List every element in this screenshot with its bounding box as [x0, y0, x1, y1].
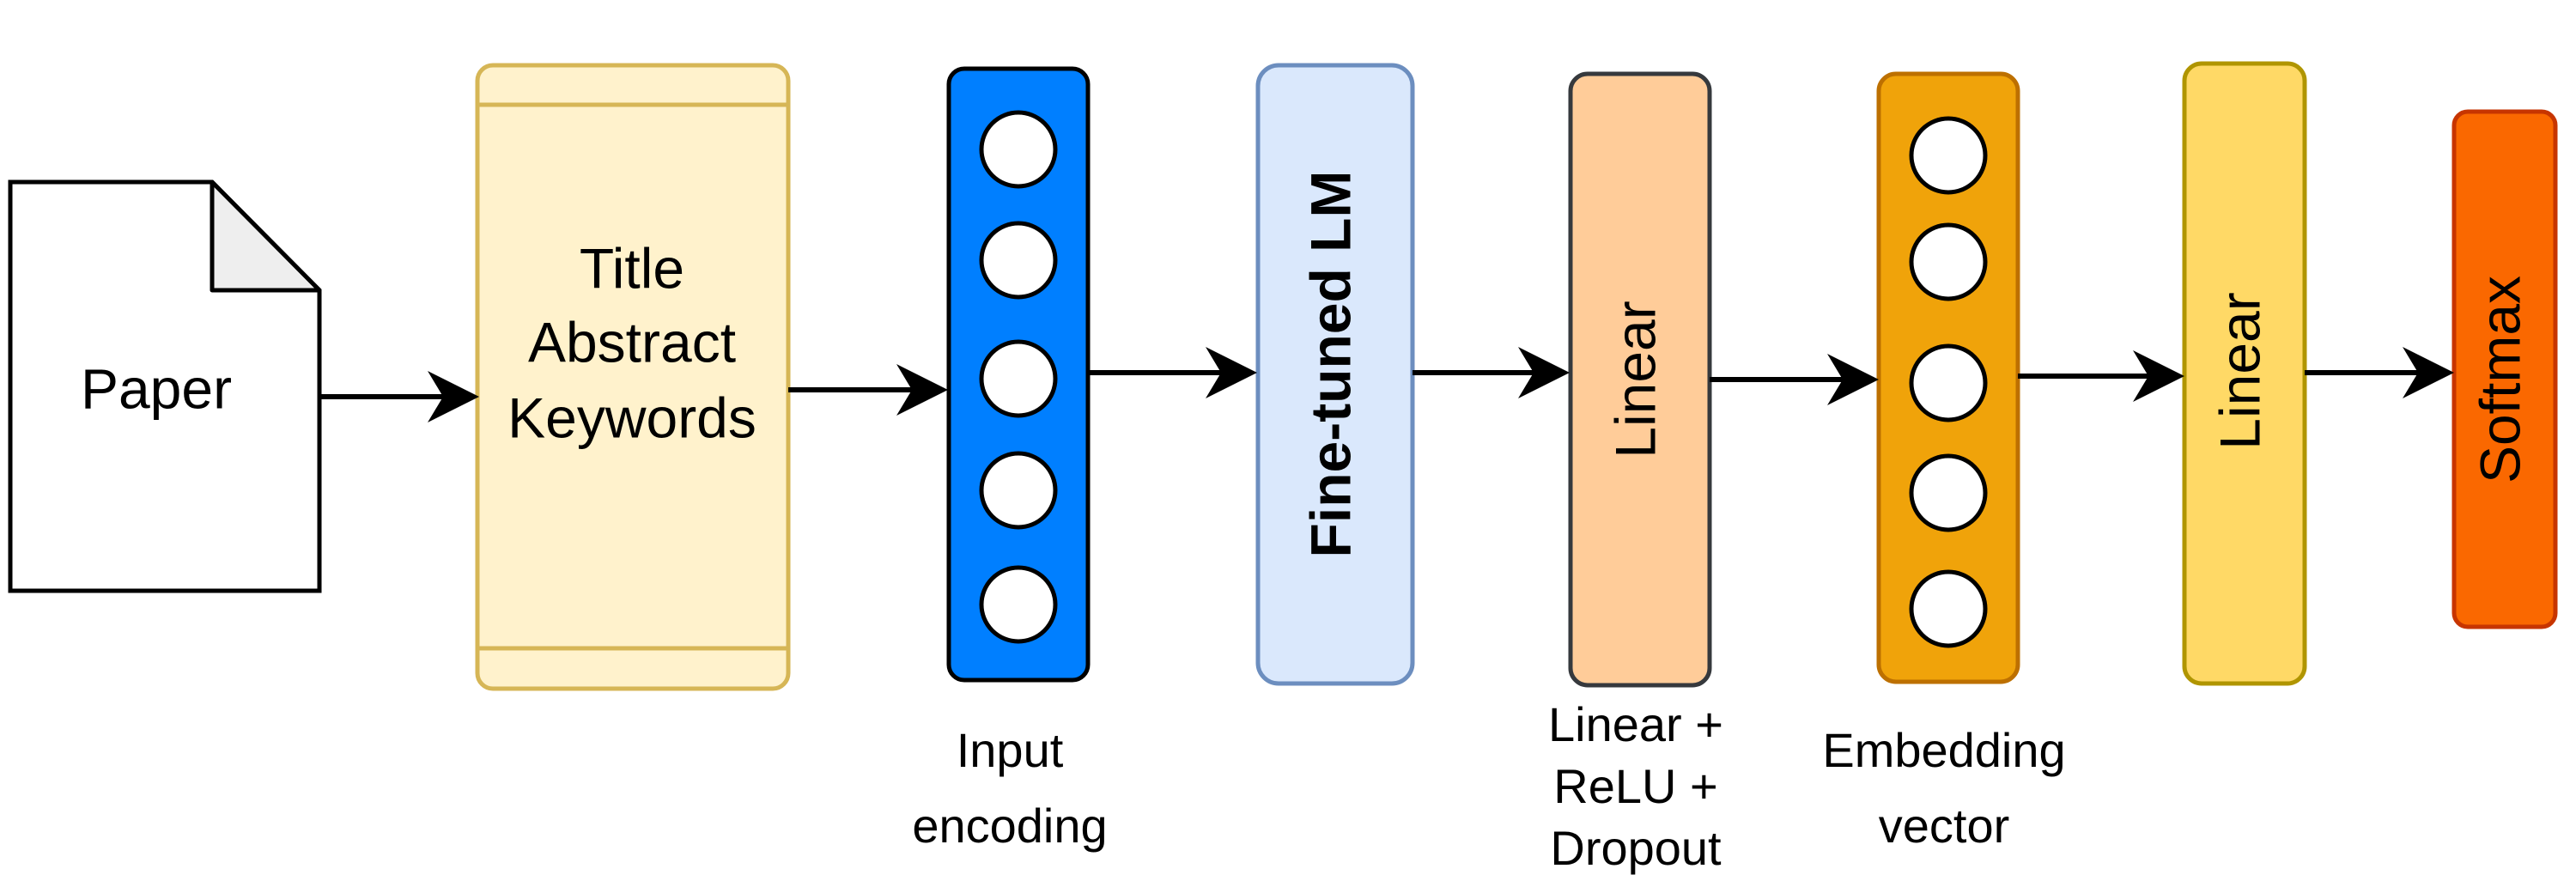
linear-relu-dropout-caption-line1: Linear + [1548, 697, 1723, 751]
input-neuron [979, 221, 1058, 300]
embedding-neuron [1909, 569, 1988, 648]
input-neuron [979, 339, 1058, 418]
embedding-neuron [1909, 453, 1988, 532]
linear-relu-dropout-node: Linear Linear + ReLU + Dropout [1548, 71, 1723, 875]
embedding-neuron [1909, 343, 1988, 422]
softmax-node: Softmax [2451, 109, 2558, 629]
softmax-box [2451, 109, 2558, 629]
linear-output-node: Linear [2182, 61, 2307, 686]
linear-relu-dropout-caption-line3: Dropout [1550, 821, 1722, 875]
paper-node: Paper [8, 179, 322, 593]
fields-keywords-label: Keywords [507, 386, 756, 449]
linear-output-label: Linear [2208, 292, 2271, 449]
fields-node: Title Abstract Keywords [475, 63, 791, 691]
softmax-label: Softmax [2468, 276, 2531, 483]
paper-fold-icon [210, 179, 322, 293]
input-encoding-caption-line1: Input [957, 723, 1064, 777]
input-neuron [979, 451, 1058, 530]
paper-label: Paper [81, 356, 232, 420]
embedding-vector-caption-line1: Embedding [1822, 723, 2065, 777]
embedding-neuron [1909, 222, 1988, 301]
linear-relu-dropout-caption-line2: ReLU + [1553, 759, 1717, 813]
input-neuron [979, 110, 1058, 189]
input-encoding-caption-line2: encoding [912, 799, 1107, 853]
embedding-vector-caption-line2: vector [1879, 799, 2010, 853]
fields-abstract-label: Abstract [528, 310, 736, 374]
embedding-vector-node: Embedding vector [1822, 71, 2066, 853]
input-encoding-node: Input encoding [912, 66, 1108, 853]
fields-title-label: Title [580, 236, 684, 300]
fields-box [475, 63, 791, 691]
linear-relu-dropout-label: Linear [1603, 301, 1667, 458]
connectors [319, 347, 2454, 422]
fine-tuned-lm-label: Fine-tuned LM [1298, 171, 1362, 558]
fine-tuned-lm-node: Fine-tuned LM [1255, 63, 1415, 686]
input-neuron [979, 565, 1058, 644]
embedding-neuron [1909, 116, 1988, 195]
